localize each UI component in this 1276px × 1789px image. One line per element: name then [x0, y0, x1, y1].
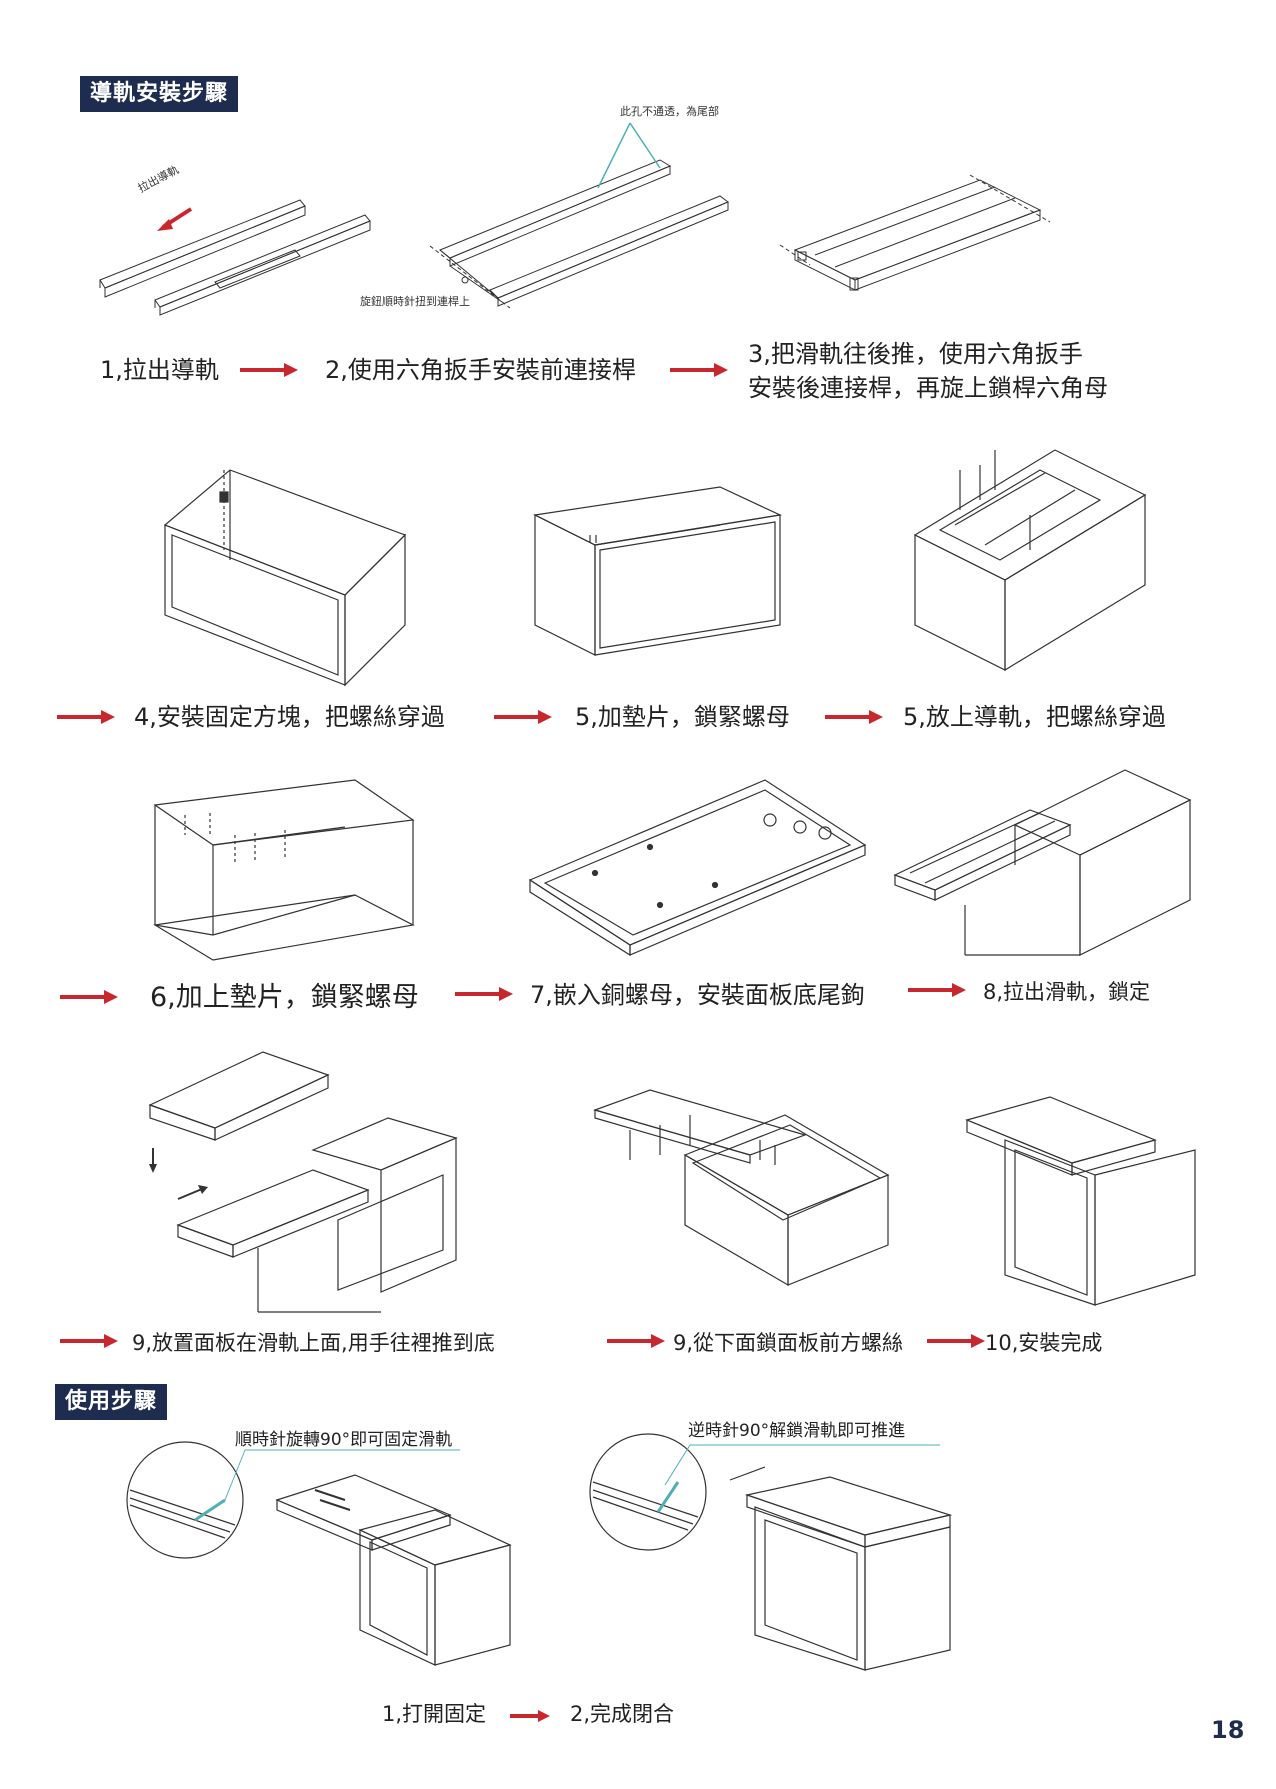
caption-step-9b: 9,從下面鎖面板前方螺絲	[673, 1331, 904, 1355]
usage-steps-header: 使用步驟	[55, 1384, 168, 1420]
note-knob: 旋鈕順時針扭到連桿上	[360, 295, 470, 308]
detail-circle-lock	[125, 1440, 245, 1560]
figure-step-5a	[530, 485, 790, 665]
caption-step-10: 10,安裝完成	[985, 1331, 1103, 1355]
hole-callout-lines	[590, 118, 700, 198]
figure-step-1	[95, 170, 385, 320]
arrow-icon	[510, 1710, 550, 1722]
pull-direction-arrow	[157, 205, 195, 231]
figure-step-3	[780, 170, 1050, 310]
note-hole: 此孔不通透，為尾部	[620, 105, 719, 118]
arrow-icon	[908, 983, 966, 997]
note-counterclockwise-unlock: 逆時針90°解鎖滑軌即可推進	[688, 1421, 906, 1441]
figure-step-9a	[148, 1050, 458, 1315]
push-arrow-icon	[178, 1185, 208, 1200]
figure-step-7	[525, 775, 870, 955]
caption-step-1: 1,拉出導軌	[100, 356, 219, 384]
down-arrow-icon	[149, 1148, 157, 1173]
figure-step-10	[965, 1095, 1200, 1310]
caption-step-6: 6,加上墊片，鎖緊螺母	[150, 982, 419, 1013]
caption-step-5b: 5,放上導軌，把螺絲穿過	[903, 703, 1166, 731]
arrow-icon	[825, 710, 883, 724]
caption-step-8: 8,拉出滑軌，鎖定	[983, 980, 1151, 1004]
page-number: 18	[1211, 1716, 1245, 1744]
caption-step-3-line-1: 3,把滑軌往後推，使用六角扳手	[748, 340, 1083, 368]
arrow-icon	[670, 363, 728, 377]
figure-step-8	[890, 765, 1195, 960]
arrow-icon	[57, 710, 115, 724]
caption-step-5a: 5,加墊片，鎖緊螺母	[575, 703, 790, 731]
arrow-icon	[60, 1334, 118, 1348]
arrow-icon	[240, 363, 298, 377]
callout-line-unlock	[665, 1440, 945, 1490]
figure-step-5b	[910, 445, 1150, 675]
arrow-icon	[494, 710, 552, 724]
figure-step-6	[155, 775, 415, 965]
caption-step-4: 4,安裝固定方塊，把螺絲穿過	[134, 703, 445, 731]
caption-step-3-line-2: 安裝後連接桿，再旋上鎖桿六角母	[748, 374, 1108, 402]
caption-step-7: 7,嵌入銅螺母，安裝面板底尾鉤	[530, 981, 865, 1009]
caption-step-9a: 9,放置面板在滑軌上面,用手往裡推到底	[132, 1331, 495, 1355]
detail-circle-unlock	[588, 1432, 708, 1552]
arrow-icon	[455, 987, 513, 1001]
figure-step-2	[430, 150, 740, 310]
arrow-icon	[60, 990, 118, 1004]
caption-usage-2: 2,完成閉合	[570, 1702, 675, 1726]
arrow-icon	[927, 1334, 985, 1348]
figure-step-9b	[590, 1085, 895, 1285]
figure-step-4	[160, 460, 420, 690]
install-steps-header: 導軌安裝步驟	[80, 76, 239, 112]
callout-line-lock	[225, 1445, 465, 1505]
figure-usage-2	[745, 1475, 955, 1675]
note-clockwise-lock: 順時針旋轉90°即可固定滑軌	[235, 1430, 453, 1450]
arrow-icon	[607, 1334, 665, 1348]
figure-usage-1	[275, 1470, 515, 1670]
caption-step-2: 2,使用六角扳手安裝前連接桿	[325, 356, 636, 384]
caption-usage-1: 1,打開固定	[382, 1702, 487, 1726]
